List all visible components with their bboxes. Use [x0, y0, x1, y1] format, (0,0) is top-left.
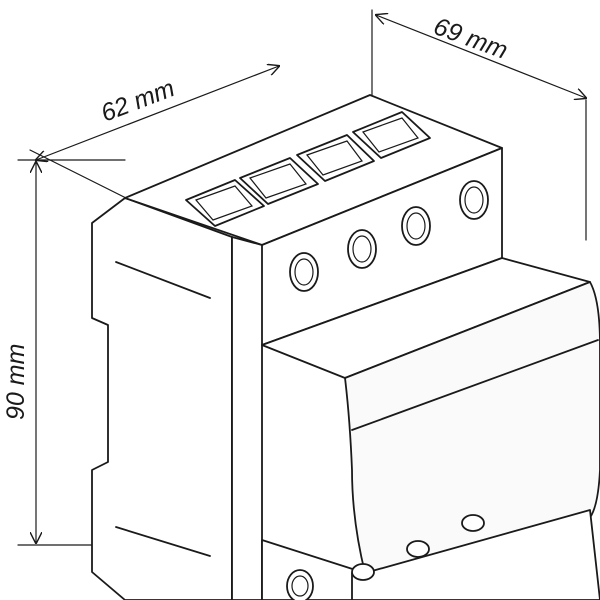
terminal-opening [239, 157, 319, 205]
terminal-openings [185, 111, 431, 227]
terminal-screws-bottom [286, 514, 485, 600]
side-groove-top [115, 261, 211, 299]
side-panel [91, 197, 233, 600]
terminal-opening [296, 134, 375, 182]
terminal-screw [459, 180, 489, 220]
terminal-screw [286, 569, 314, 600]
height-dimension-label: 90 mm [2, 344, 30, 420]
terminal-opening [352, 111, 431, 159]
lower-front-face [261, 509, 600, 600]
terminal-screw [401, 206, 431, 246]
terminal-screw [347, 229, 377, 269]
depth-dimension-line [36, 66, 279, 160]
front-cover-line [351, 339, 599, 431]
terminal-screw [289, 252, 319, 292]
device-body [91, 94, 600, 600]
terminal-screw [406, 540, 430, 558]
dimension-lines [17, 9, 586, 546]
side-groove-bottom [115, 526, 211, 557]
depth-dimension-label: 62 mm [97, 74, 178, 128]
terminal-screws-top [289, 180, 489, 292]
width-dimension-line [376, 15, 586, 98]
terminal-screw [461, 514, 485, 532]
terminal-screw [351, 563, 375, 581]
terminal-opening [185, 179, 265, 227]
width-dimension-label: 69 mm [430, 12, 511, 64]
